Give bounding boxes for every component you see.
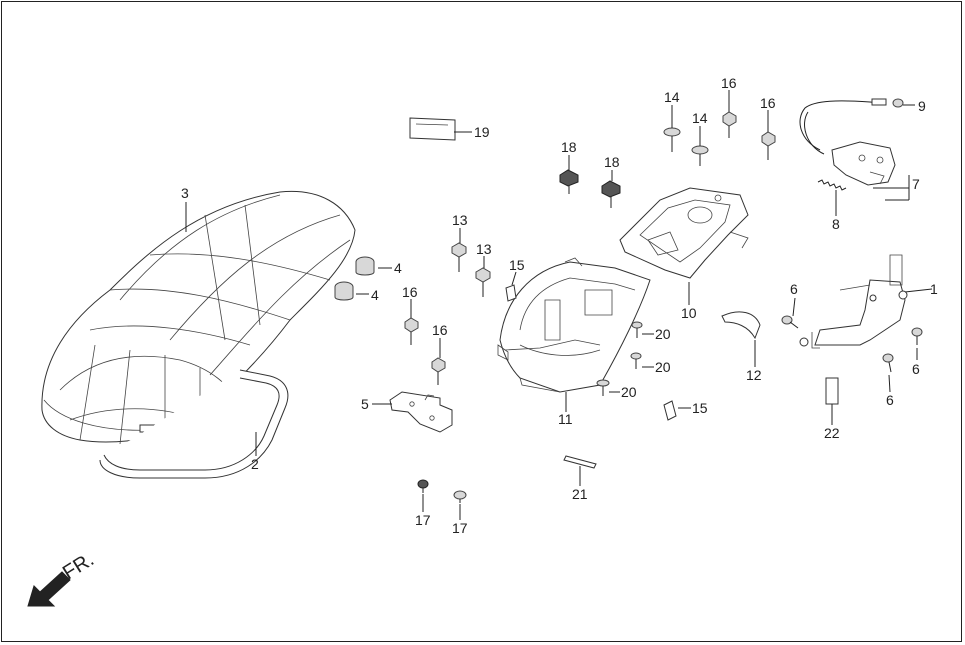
bolt-13-upper (451, 242, 467, 272)
helmet-hook-plate (721, 311, 761, 340)
callout-4-upper: 4 (394, 260, 402, 276)
bumper-upper (355, 256, 375, 276)
cable-guide (409, 117, 456, 141)
callout-labels: 1 2 3 4 4 5 6 6 6 7 8 9 10 11 12 13 13 1… (181, 75, 938, 536)
bolt-16-left-lower (431, 357, 446, 385)
front-arrow-icon (27, 571, 71, 607)
callout-16-left-upper: 16 (402, 284, 418, 300)
screw-20-middle (630, 352, 642, 369)
callout-20-lower: 20 (621, 384, 637, 400)
bolt-16-left-upper (404, 317, 419, 345)
bolt-13-lower (475, 267, 491, 297)
nut-17-right (453, 490, 467, 503)
bolt-16-top-right (761, 131, 776, 160)
callout-18-left: 18 (561, 139, 577, 155)
callout-13-lower: 13 (476, 241, 492, 257)
callout-6-left: 6 (790, 281, 798, 297)
callout-4-lower: 4 (371, 287, 379, 303)
callout-17-right: 17 (452, 520, 468, 536)
seat-seal (99, 369, 289, 479)
callout-1: 1 (930, 281, 938, 297)
screw-14-left (663, 127, 681, 152)
bolt-6-left (781, 315, 799, 329)
callout-9: 9 (918, 98, 926, 114)
callout-3: 3 (181, 185, 189, 201)
bumper-lower (334, 281, 354, 301)
callout-12: 12 (746, 367, 762, 383)
callout-13-upper: 13 (452, 212, 468, 228)
seat-latch-assembly (799, 254, 908, 349)
callout-22: 22 (824, 425, 840, 441)
front-direction-indicator: FR. (27, 549, 98, 607)
callout-7: 7 (912, 176, 920, 192)
callout-20-middle: 20 (655, 359, 671, 375)
rod (563, 455, 597, 469)
callout-2: 2 (251, 456, 259, 472)
bolt-6-right (911, 327, 923, 345)
callout-5: 5 (361, 396, 369, 412)
storage-box (497, 257, 651, 393)
latch-bracket (831, 141, 896, 186)
callout-16-top-right: 16 (760, 95, 776, 111)
callout-16-top-left: 16 (721, 75, 737, 91)
leader-lines (185, 90, 933, 520)
callout-11: 11 (558, 411, 573, 427)
bolt-18-right (601, 180, 621, 208)
callout-8: 8 (832, 216, 840, 232)
callout-17-left: 17 (415, 512, 431, 528)
nut-17-left (417, 479, 429, 493)
callout-15-lower: 15 (692, 400, 708, 416)
inner-tray (619, 187, 749, 279)
return-spring (817, 179, 847, 191)
callout-6-right: 6 (912, 361, 920, 377)
bolt-6-lower (882, 353, 894, 373)
damper (825, 377, 839, 405)
screw-14-right (691, 145, 709, 166)
clip-lower (663, 400, 677, 421)
screw-20-upper (631, 321, 643, 338)
callout-18-right: 18 (604, 154, 620, 170)
callout-21: 21 (572, 486, 588, 502)
callout-6-lower: 6 (886, 392, 894, 408)
callout-15-upper: 15 (509, 257, 525, 273)
callout-14-right: 14 (692, 110, 708, 126)
bolt-16-top-left (722, 111, 737, 138)
screw-20-lower (596, 379, 610, 396)
callout-20-upper: 20 (655, 326, 671, 342)
seat-release-cable (799, 98, 904, 155)
callout-16-left-lower: 16 (432, 322, 448, 338)
bolt-18-left (559, 169, 579, 194)
clip-upper (505, 284, 517, 302)
hinge-bracket (389, 391, 453, 433)
callout-10: 10 (681, 305, 697, 321)
callout-19: 19 (474, 124, 490, 140)
callout-14-left: 14 (664, 89, 680, 105)
